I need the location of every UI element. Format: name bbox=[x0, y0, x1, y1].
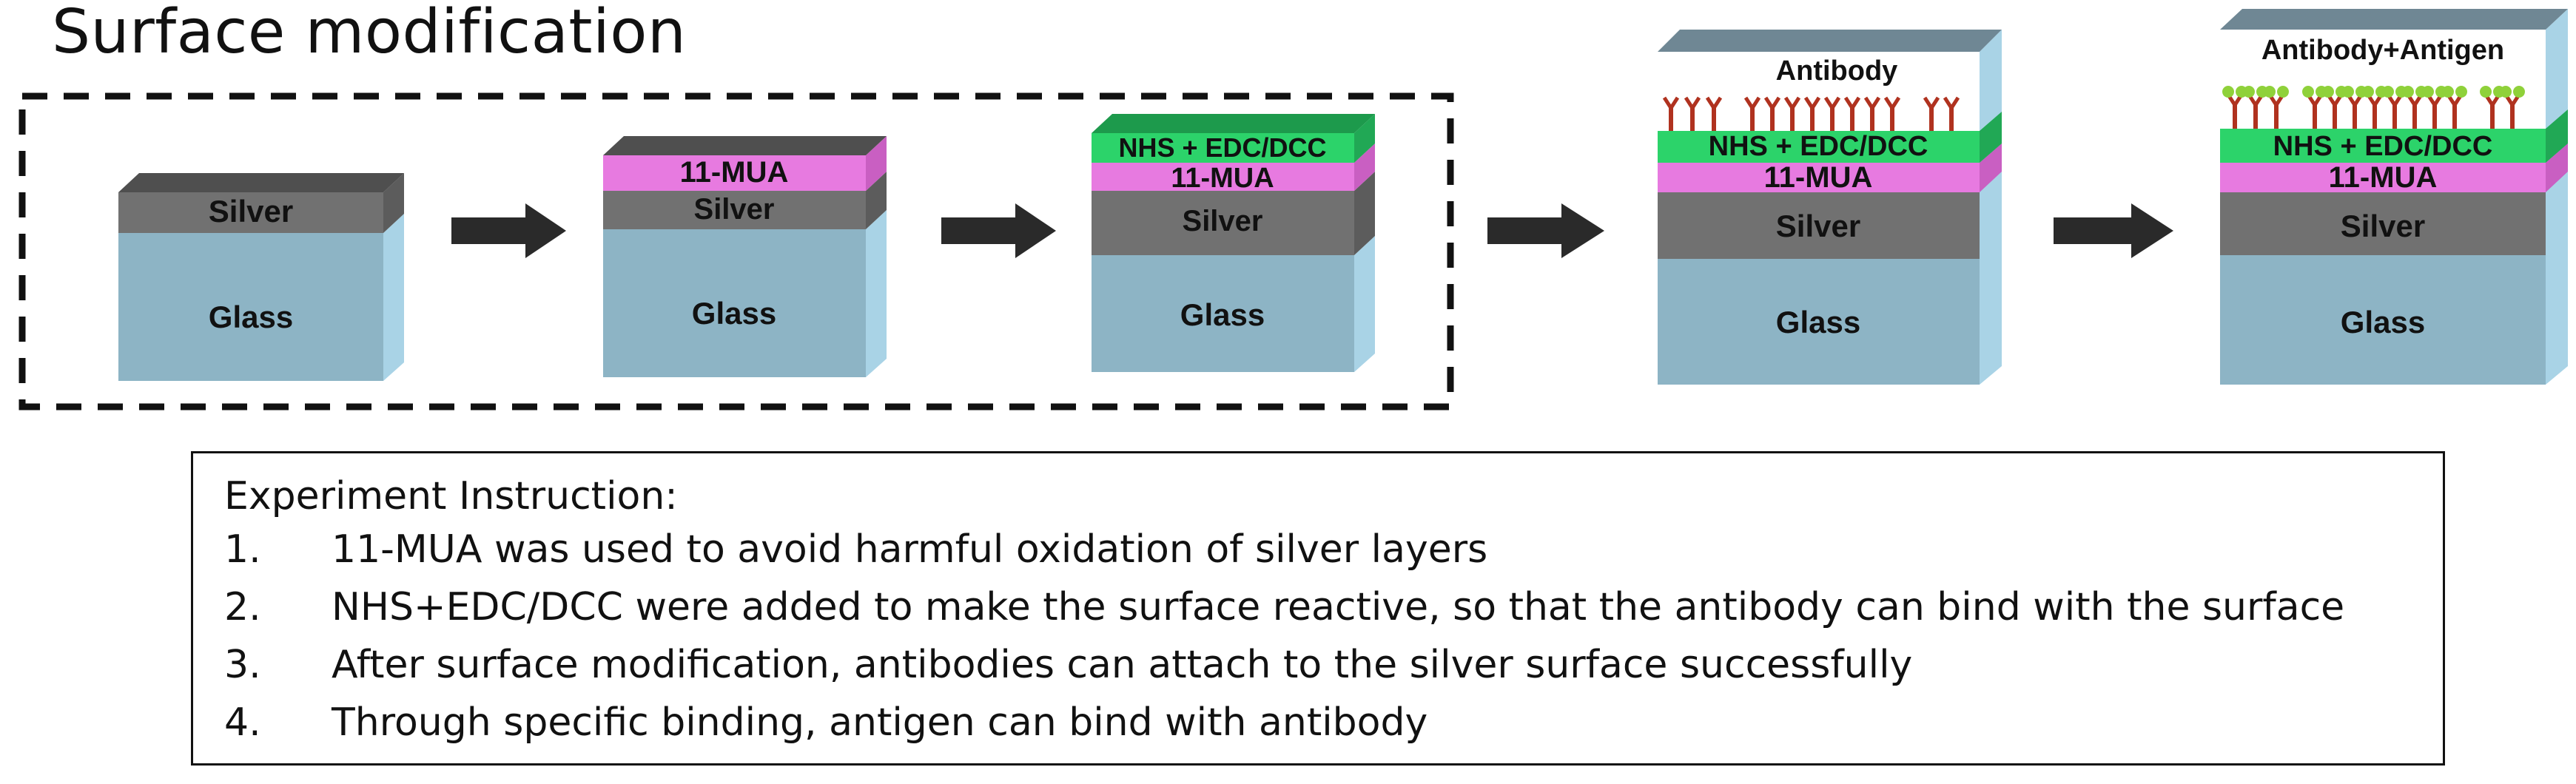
layer-label-silver: Silver bbox=[2341, 209, 2425, 243]
instruction-text: After surface modification, antibodies c… bbox=[332, 643, 1913, 687]
antibody-icon bbox=[1763, 96, 1781, 131]
stack-4: Antibody NHS + EDC/DCC 11-MUA Silver Gla… bbox=[1658, 30, 2002, 385]
arrow-right-3 bbox=[1487, 203, 1604, 258]
antibody-icon bbox=[1662, 96, 1680, 131]
instruction-item-4: 4. Through specific binding, antigen can … bbox=[224, 700, 1427, 745]
layer-label-glass: Glass bbox=[1776, 305, 1860, 339]
layer-label-glass: Glass bbox=[692, 296, 776, 331]
layer-label-glass: Glass bbox=[1180, 297, 1265, 332]
stack-1: Silver Glass bbox=[118, 173, 404, 381]
layer-label-mua: 11-MUA bbox=[2329, 161, 2438, 194]
layer-label-mua: 11-MUA bbox=[1764, 161, 1873, 194]
antibody-icon bbox=[1863, 96, 1881, 131]
antibody-antigen-row bbox=[2222, 86, 2525, 129]
instruction-item-2: 2. NHS+EDC/DCC were added to make the sur… bbox=[224, 585, 2344, 629]
layer-label-glass: Glass bbox=[209, 300, 293, 334]
layer-label-silver: Silver bbox=[1183, 205, 1263, 237]
instruction-number: 2. bbox=[224, 585, 261, 629]
layer-label-mua: 11-MUA bbox=[1171, 163, 1274, 194]
antibody-icon bbox=[1803, 96, 1821, 131]
layer-label-nhs: NHS + EDC/DCC bbox=[1709, 131, 1928, 162]
layer-label-silver: Silver bbox=[209, 194, 293, 229]
antibody-icon bbox=[1684, 96, 1701, 131]
antibody-row bbox=[1662, 96, 1960, 131]
arrow-right-2 bbox=[941, 203, 1056, 258]
antigen-icon bbox=[2277, 86, 2289, 98]
instruction-text: Through specific binding, antigen can bi… bbox=[332, 700, 1428, 745]
instruction-number: 4. bbox=[224, 700, 261, 745]
stack-3: NHS + EDC/DCC 11-MUA Silver Glass bbox=[1092, 114, 1375, 372]
antibody-icon bbox=[2500, 86, 2525, 129]
antigen-icon bbox=[2480, 86, 2492, 98]
antibody-icon bbox=[2243, 86, 2268, 129]
antigen-icon bbox=[2243, 86, 2255, 98]
antibody-icon bbox=[1843, 96, 1861, 131]
antigen-icon bbox=[2342, 86, 2354, 98]
antibody-icon bbox=[1943, 96, 1960, 131]
antigen-icon bbox=[2302, 86, 2314, 98]
antigen-icon bbox=[2455, 86, 2467, 98]
arrow-right-1 bbox=[451, 203, 566, 258]
antigen-icon bbox=[2513, 86, 2525, 98]
antibody-icon bbox=[1923, 96, 1940, 131]
stack-2: 11-MUA Silver Glass bbox=[603, 136, 887, 377]
dashed-group-box bbox=[19, 92, 1454, 410]
layer-label-nhs: NHS + EDC/DCC bbox=[1118, 132, 1326, 163]
antigen-icon bbox=[2264, 86, 2276, 98]
layer-label-silver: Silver bbox=[1776, 209, 1860, 243]
layer-label-glass: Glass bbox=[2341, 305, 2425, 339]
instruction-item-1: 1. 11-MUA was used to avoid harmful oxida… bbox=[224, 527, 1487, 572]
antibody-icon bbox=[1705, 96, 1723, 131]
antibody-icon bbox=[2264, 86, 2289, 129]
antibody-icon bbox=[1743, 96, 1761, 131]
layer-label-mua: 11-MUA bbox=[680, 156, 789, 189]
label-antibody: Antibody bbox=[1776, 55, 1898, 87]
arrow-right-4 bbox=[2054, 203, 2173, 258]
layer-stack-diagram: Silver Glass 11-MUA Silver Glass NHS + E… bbox=[19, 9, 2568, 410]
antibody-icon bbox=[1823, 96, 1841, 131]
instruction-heading: Experiment Instruction: bbox=[224, 474, 678, 518]
antigen-icon bbox=[2362, 86, 2374, 98]
antigen-icon bbox=[2382, 86, 2394, 98]
antigen-icon bbox=[2500, 86, 2512, 98]
instruction-item-3: 3. After surface modification, antibodies… bbox=[224, 643, 1912, 687]
antigen-icon bbox=[2422, 86, 2434, 98]
stack-5: Antibody+Antigen NHS + EDC/DCC 11-MUA Si… bbox=[2220, 9, 2568, 385]
layer-label-nhs: NHS + EDC/DCC bbox=[2273, 131, 2493, 162]
antigen-icon bbox=[2402, 86, 2414, 98]
antigen-icon bbox=[2322, 86, 2334, 98]
diagram-title: Surface modification bbox=[52, 0, 687, 67]
antigen-icon bbox=[2222, 86, 2234, 98]
antibody-icon bbox=[1783, 96, 1801, 131]
instruction-text: NHS+EDC/DCC were added to make the surfa… bbox=[332, 585, 2345, 629]
label-antibody-antigen: Antibody+Antigen bbox=[2261, 35, 2504, 66]
layer-label-silver: Silver bbox=[694, 193, 775, 226]
instruction-box: Experiment Instruction: 1. 11-MUA was use… bbox=[191, 451, 2445, 766]
instruction-text: 11-MUA was used to avoid harmful oxidati… bbox=[332, 527, 1488, 572]
instruction-number: 1. bbox=[224, 527, 261, 572]
antigen-icon bbox=[2442, 86, 2454, 98]
antibody-icon bbox=[1883, 96, 1901, 131]
antibody-icon bbox=[2442, 86, 2467, 129]
instruction-number: 3. bbox=[224, 643, 261, 687]
